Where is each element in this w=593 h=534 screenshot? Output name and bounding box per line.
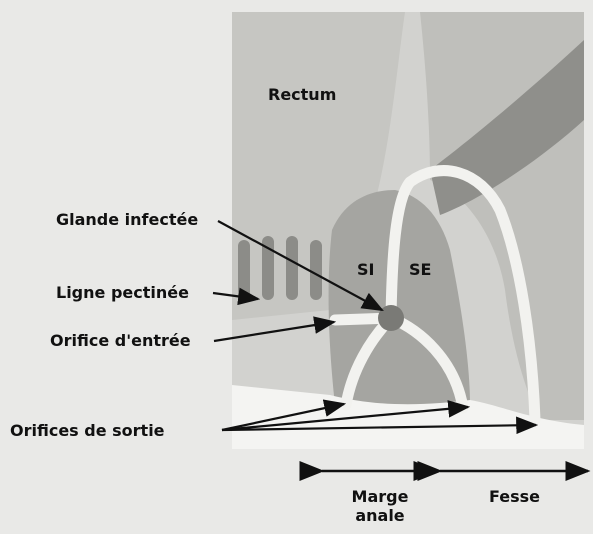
marge-line2: anale [340, 506, 420, 525]
fesse-label: Fesse [489, 487, 540, 506]
orifice-entree-label: Orifice d'entrée [50, 331, 191, 350]
marge-line1: Marge [340, 487, 420, 506]
marge-anale-label: Marge anale [340, 487, 420, 525]
rectum-label: Rectum [268, 85, 336, 104]
ligne-pectinee-label: Ligne pectinée [56, 283, 189, 302]
se-label: SE [409, 260, 431, 279]
glande-infectee-label: Glande infectée [56, 210, 198, 229]
si-label: SI [357, 260, 374, 279]
orifices-sortie-label: Orifices de sortie [10, 421, 165, 440]
